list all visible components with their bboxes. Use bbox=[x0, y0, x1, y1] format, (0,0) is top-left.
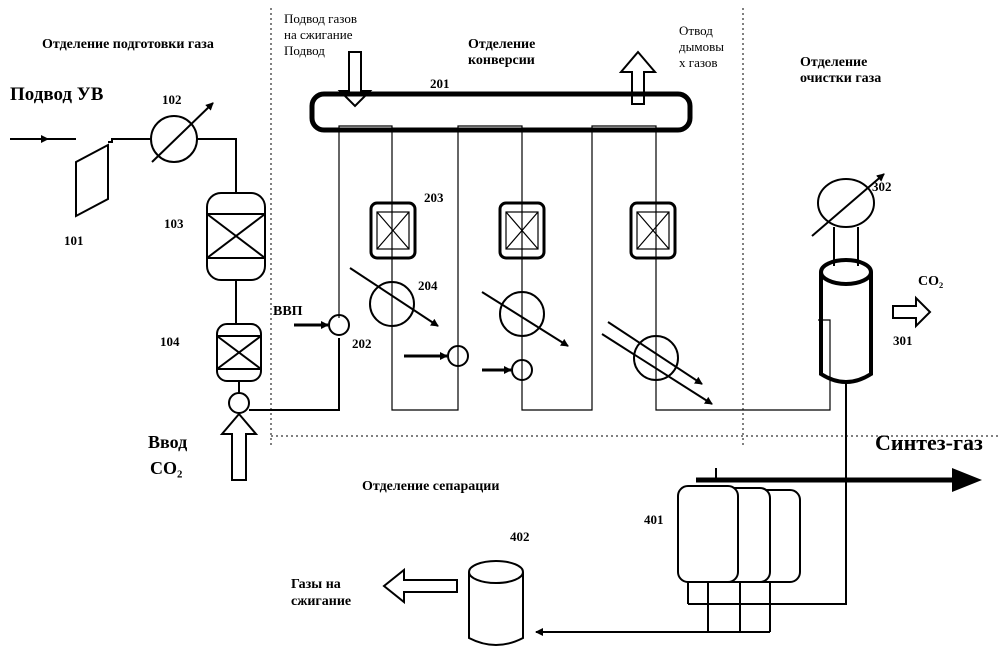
pipe-feed-to-conversion bbox=[249, 338, 340, 411]
heat-exchanger-204-b-arrow bbox=[481, 291, 569, 347]
fuel-inlet-arrow bbox=[337, 51, 373, 108]
co2-inlet-arrow bbox=[219, 412, 259, 481]
heat-exchanger-204-c-arrow-2 bbox=[601, 333, 713, 405]
catalyst-tube-203-b bbox=[498, 201, 546, 260]
co2-inlet-label-line1: Ввод bbox=[148, 432, 187, 452]
section-title-separation: Отделение сепарации bbox=[362, 479, 499, 494]
section-dividers bbox=[270, 8, 1000, 448]
heat-exchanger-204-a bbox=[369, 281, 415, 327]
pipe-102-to-103 bbox=[197, 138, 237, 193]
compressor-101 bbox=[75, 143, 109, 218]
section-title-gas-cleaning-line2: очистки газа bbox=[800, 71, 881, 86]
catalyst-tube-203-a bbox=[369, 201, 417, 260]
mixer-202-c bbox=[511, 359, 533, 381]
label-401: 401 bbox=[644, 512, 664, 527]
reactor-104-cross-b bbox=[216, 335, 262, 370]
label-301: 301 bbox=[893, 333, 913, 348]
fuel-inlet-label-line2: на сжигание bbox=[284, 27, 353, 42]
separators-401 bbox=[677, 485, 806, 632]
label-204: 204 bbox=[418, 278, 438, 293]
heater-102-arrow bbox=[151, 102, 214, 163]
fuel-inlet-label-line1: Подвод газов bbox=[284, 11, 357, 26]
co2-mixer bbox=[228, 392, 250, 414]
label-402: 402 bbox=[510, 529, 530, 544]
separator-402 bbox=[468, 572, 524, 646]
pipe-compressor-to-102 bbox=[108, 138, 150, 143]
section-title-conversion-line1: Отделение bbox=[468, 37, 535, 52]
label-104: 104 bbox=[160, 334, 180, 349]
mixer-202-a bbox=[328, 314, 350, 336]
label-203: 203 bbox=[424, 190, 444, 205]
catalyst-tube-203-c bbox=[629, 201, 677, 260]
furnace-201 bbox=[309, 91, 693, 133]
cleaning-column-301-top bbox=[819, 258, 873, 286]
section-title-gas-cleaning-line1: Отделение bbox=[800, 55, 867, 70]
steam-air-label: ВВП bbox=[273, 304, 303, 319]
section-title-conversion-line2: конверсии bbox=[468, 53, 535, 68]
gases-to-burning-label-line1: Газы на bbox=[291, 577, 341, 592]
label-202: 202 bbox=[352, 336, 372, 351]
co2-outlet-label: CO₂ bbox=[918, 274, 943, 289]
label-101: 101 bbox=[64, 233, 84, 248]
flue-gas-label-line1: Отвод bbox=[679, 23, 713, 38]
heat-exchanger-204-c bbox=[633, 335, 679, 381]
cooler-302 bbox=[817, 178, 875, 228]
heat-exchanger-204-b bbox=[499, 291, 545, 337]
co2-outlet-arrow bbox=[892, 295, 932, 329]
syngas-label: Синтез-газ bbox=[875, 430, 983, 455]
flue-gas-arrow bbox=[618, 50, 658, 105]
cleaning-column-301 bbox=[819, 272, 873, 384]
gases-to-burning-label-line2: сжигание bbox=[291, 594, 351, 609]
fuel-inlet-label-line3: Подвод bbox=[284, 43, 325, 58]
reactor-103-cross-b bbox=[206, 213, 266, 259]
hydrocarbon-inlet-label: Подвод УВ bbox=[10, 84, 104, 105]
flue-gas-label-line2: дымовы bbox=[679, 39, 724, 54]
cooler-302-arrow bbox=[811, 173, 885, 237]
label-102: 102 bbox=[162, 92, 182, 107]
label-201: 201 bbox=[430, 76, 450, 91]
gases-to-burning-arrow bbox=[382, 567, 458, 605]
label-103: 103 bbox=[164, 216, 184, 231]
pipe-301-to-separators bbox=[806, 382, 847, 605]
heat-exchanger-204-a-arrow bbox=[349, 267, 439, 327]
separator-402-top bbox=[468, 560, 524, 584]
heat-exchanger-204-c-arrow-1 bbox=[607, 321, 703, 385]
label-302: 302 bbox=[872, 179, 892, 194]
co2-inlet-label-line2: CO₂ bbox=[150, 458, 182, 478]
syngas-arrowhead bbox=[952, 468, 982, 492]
flue-gas-label-line3: х газов bbox=[679, 55, 718, 70]
section-title-gas-preparation: Отделение подготовки газа bbox=[42, 37, 214, 52]
tube-loops bbox=[338, 125, 831, 411]
mixer-202-b bbox=[447, 345, 469, 367]
